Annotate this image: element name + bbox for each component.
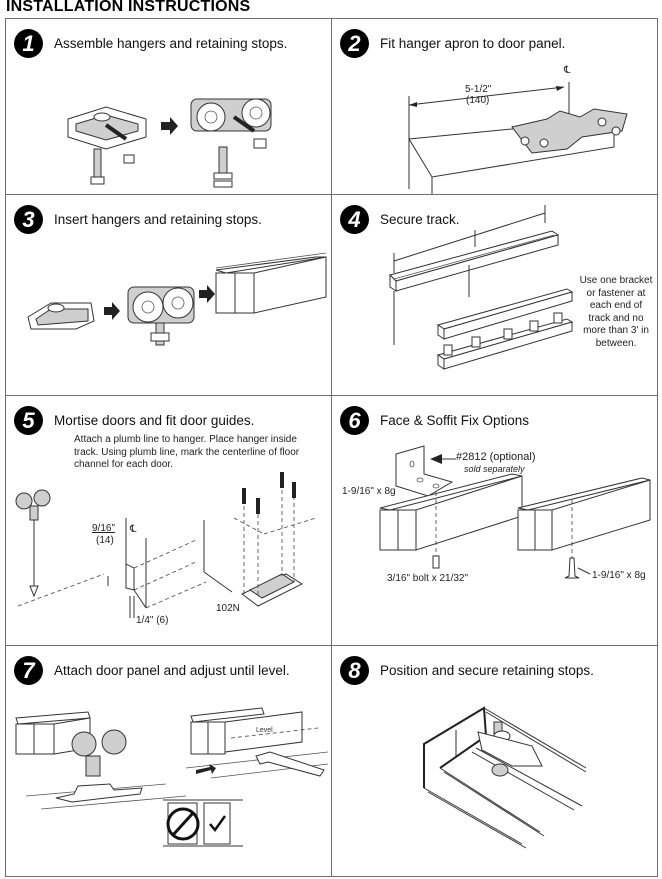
depth-metric-label: (14) xyxy=(96,535,114,546)
step-number-badge: 8 xyxy=(340,656,369,685)
track-with-fasteners-icon xyxy=(436,288,574,340)
step-number-badge: 6 xyxy=(340,406,369,435)
step-number-badge: 5 xyxy=(14,406,43,435)
step-6-panel: 6 Face & Soffit Fix Options #2812 (o xyxy=(331,395,658,646)
level-label: Level xyxy=(256,727,273,734)
level-track-icon xyxy=(190,707,319,755)
step-number-badge: 2 xyxy=(340,29,369,58)
dimension-metric-label: (140) xyxy=(466,95,490,106)
hanger-icon xyxy=(127,286,195,346)
retaining-stops-illustration xyxy=(423,706,587,849)
page-title: INSTALLATION INSTRUCTIONS xyxy=(6,0,251,15)
arrow-icon xyxy=(161,117,178,135)
step-title: Assemble hangers and retaining stops. xyxy=(54,36,288,51)
step-title: Position and secure retaining stops. xyxy=(380,663,594,678)
step-title: Fit hanger apron to door panel. xyxy=(380,36,566,51)
dimension-label: 5-1/2" xyxy=(465,84,492,95)
retaining-stop-icon xyxy=(27,302,95,330)
arrow-icon xyxy=(430,454,442,464)
bracket-2812-icon xyxy=(395,445,454,497)
track-with-brackets-icon xyxy=(436,312,574,370)
track-fastener-note: Use one bracket or fastener at each end … xyxy=(579,275,653,349)
nut-icon xyxy=(123,154,135,164)
bolt-icon xyxy=(90,148,105,185)
step-title: Face & Soffit Fix Options xyxy=(380,413,530,428)
width-label: 1/4" (6) xyxy=(136,615,169,626)
centerline-label: ℄ xyxy=(130,524,137,535)
bracket-note-label: sold separately xyxy=(464,464,525,474)
arrow-icon xyxy=(199,285,215,303)
centerline-label: ℄ xyxy=(564,65,571,76)
retaining-stop-icon xyxy=(67,106,147,150)
depth-label: 9/16" xyxy=(92,523,116,534)
bolt-icon xyxy=(432,555,440,569)
fix-options-illustration xyxy=(379,445,651,579)
step-8-panel: 8 Position and secure retaining stops. xyxy=(331,645,658,877)
arrow-icon xyxy=(104,302,120,320)
hanger-apron-illustration xyxy=(408,82,628,194)
track-hanger-icon xyxy=(15,711,127,777)
step-5-panel: 5 Mortise doors and fit door guides. Att… xyxy=(5,395,332,646)
hanger-assembly-illustration xyxy=(67,98,272,188)
nut-icon xyxy=(253,138,267,149)
step-3-panel: 3 Insert hangers and retaining stops. xyxy=(5,194,332,396)
step-title: Insert hangers and retaining stops. xyxy=(54,212,262,227)
step-title: Attach door panel and adjust until level… xyxy=(54,663,290,678)
step-number-badge: 3 xyxy=(14,205,43,234)
track-icon xyxy=(215,252,327,314)
secure-track-illustration xyxy=(389,205,574,370)
door-bracket-icon xyxy=(55,783,143,803)
face-track-icon xyxy=(379,473,523,551)
track-underside-icon xyxy=(423,706,587,849)
track-icon xyxy=(389,230,560,292)
screw-size-label: 1-9/16" x 8g xyxy=(342,486,396,497)
retaining-stop-icon xyxy=(477,721,543,777)
screw-size-label: 1-9/16" x 8g xyxy=(592,570,646,581)
plumb-line-note: Attach a plumb line to hanger. Place han… xyxy=(74,434,300,470)
part-number-label: 102N xyxy=(216,603,240,614)
step-number-badge: 1 xyxy=(14,29,43,58)
step-2-panel: 2 Fit hanger apron to door panel. 5-1/2"… xyxy=(331,18,658,195)
attach-door-illustration: Level xyxy=(15,707,329,847)
screw-icon xyxy=(564,557,580,579)
bolt-size-label: 3/16" bolt x 21/32" xyxy=(387,573,469,584)
mortise-illustration xyxy=(15,472,317,618)
wrench-icon xyxy=(255,751,325,777)
correct-incorrect-alignment-icon xyxy=(163,799,243,847)
step-title: Secure track. xyxy=(380,212,460,227)
adjustment-bolt-icon xyxy=(213,146,233,188)
step-1-panel: 1 Assemble hangers and retaining stops. xyxy=(5,18,332,195)
step-4-panel: 4 Secure track. Use xyxy=(331,194,658,396)
plumb-hanger-icon xyxy=(15,489,51,598)
step-number-badge: 4 xyxy=(340,205,369,234)
slide-arrow-icon xyxy=(196,764,216,774)
bracket-label: #2812 (optional) xyxy=(456,451,536,463)
step-7-panel: 7 Attach door panel and adjust until lev… xyxy=(5,645,332,877)
step-number-badge: 7 xyxy=(14,656,43,685)
hanger-icon xyxy=(190,98,272,133)
door-mortise-icon xyxy=(107,518,207,618)
soffit-track-icon xyxy=(517,477,651,551)
step-title: Mortise doors and fit door guides. xyxy=(54,413,255,428)
door-guide-102n-icon xyxy=(203,472,317,607)
insert-hangers-illustration xyxy=(27,252,327,346)
